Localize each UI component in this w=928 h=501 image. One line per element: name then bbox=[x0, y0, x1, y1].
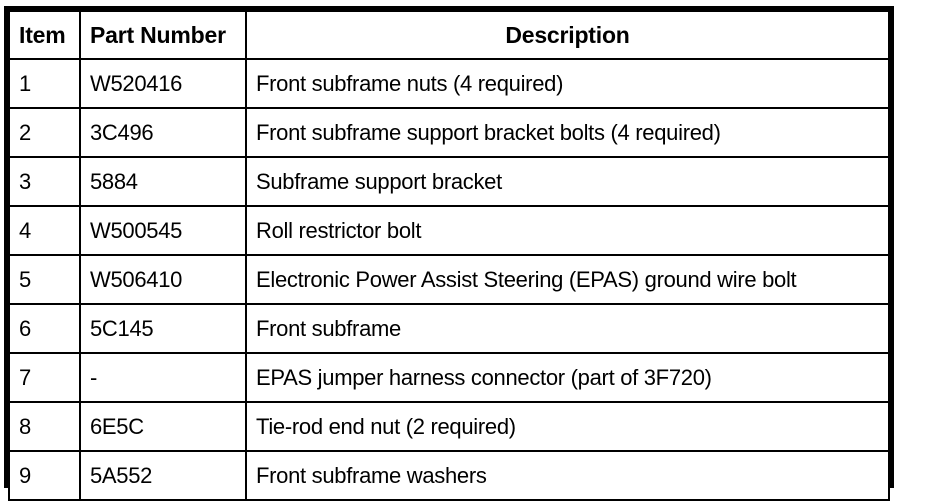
cell-description: Tie-rod end nut (2 required) bbox=[245, 401, 890, 452]
cell-item: 6 bbox=[8, 303, 81, 354]
table-header-row: Item Part Number Description bbox=[8, 10, 890, 60]
cell-item: 3 bbox=[8, 156, 81, 207]
cell-part-number: 3C496 bbox=[79, 107, 247, 158]
cell-item: 9 bbox=[8, 450, 81, 501]
cell-description: Front subframe bbox=[245, 303, 890, 354]
cell-part-number: W500545 bbox=[79, 205, 247, 256]
cell-part-number: 5C145 bbox=[79, 303, 247, 354]
cell-part-number: - bbox=[79, 352, 247, 403]
cell-description: Front subframe nuts (4 required) bbox=[245, 58, 890, 109]
cell-part-number: W506410 bbox=[79, 254, 247, 305]
column-header-description: Description bbox=[245, 10, 890, 60]
column-header-item: Item bbox=[8, 10, 81, 60]
cell-item: 5 bbox=[8, 254, 81, 305]
table-row: 7-EPAS jumper harness connector (part of… bbox=[8, 352, 890, 403]
cell-description: Roll restrictor bolt bbox=[245, 205, 890, 256]
cell-item: 8 bbox=[8, 401, 81, 452]
cell-part-number: W520416 bbox=[79, 58, 247, 109]
cell-item: 7 bbox=[8, 352, 81, 403]
cell-description: Subframe support bracket bbox=[245, 156, 890, 207]
cell-part-number: 5884 bbox=[79, 156, 247, 207]
table-header: Item Part Number Description bbox=[8, 10, 890, 60]
cell-item: 1 bbox=[8, 58, 81, 109]
cell-description: Electronic Power Assist Steering (EPAS) … bbox=[245, 254, 890, 305]
cell-item: 4 bbox=[8, 205, 81, 256]
cell-part-number: 5A552 bbox=[79, 450, 247, 501]
cell-part-number: 6E5C bbox=[79, 401, 247, 452]
cell-description: EPAS jumper harness connector (part of 3… bbox=[245, 352, 890, 403]
column-header-part-number: Part Number bbox=[79, 10, 247, 60]
cell-description: Front subframe washers bbox=[245, 450, 890, 501]
cell-description: Front subframe support bracket bolts (4 … bbox=[245, 107, 890, 158]
cell-item: 2 bbox=[8, 107, 81, 158]
